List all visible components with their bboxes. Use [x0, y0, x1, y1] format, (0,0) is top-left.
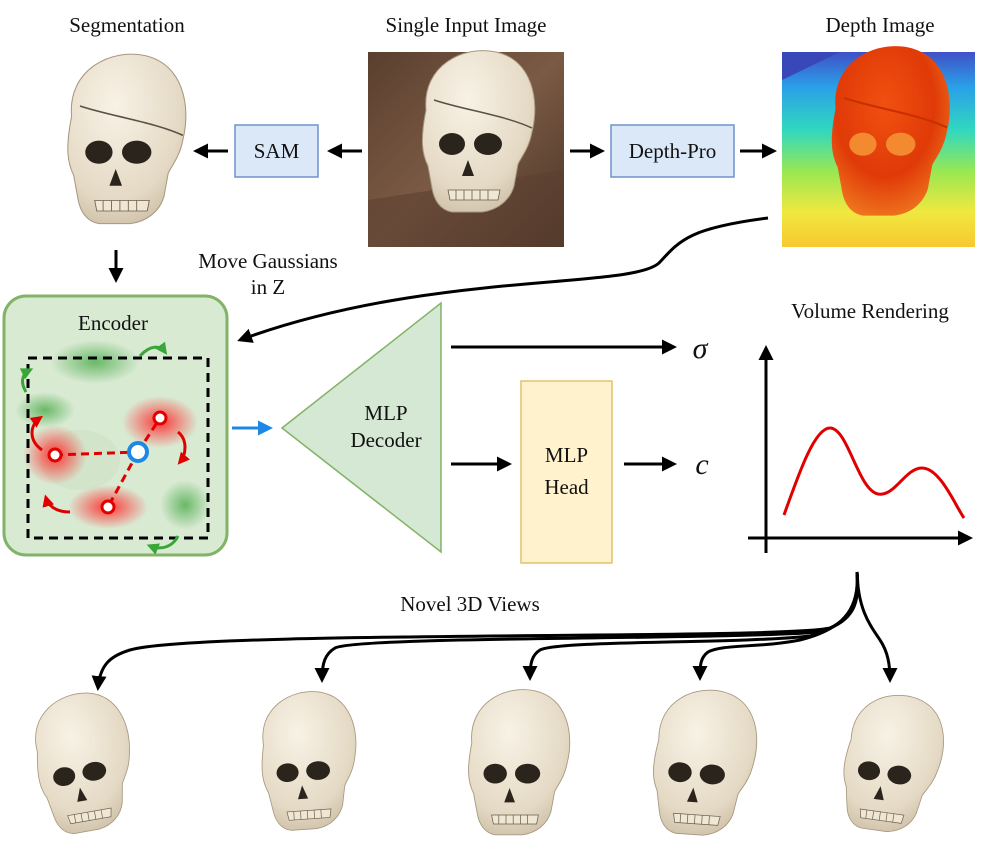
novel-view-skull-5 [835, 688, 951, 839]
novel-view-skull-2 [256, 688, 363, 833]
arrow-depth-to-encoder [237, 216, 769, 343]
novel-views-label: Novel 3D Views [400, 592, 540, 616]
volume-rendering-label: Volume Rendering [791, 299, 949, 323]
segmentation-skull-image [67, 53, 187, 225]
mlp-decoder-label-2: Decoder [350, 428, 421, 452]
segmentation-label: Segmentation [69, 13, 185, 37]
single-input-label: Single Input Image [386, 13, 547, 37]
encoder-block: Encoder [2, 294, 229, 557]
novel-view-skull-4 [648, 686, 761, 839]
mlp-decoder-block [280, 301, 442, 554]
novel-view-skull-3 [468, 689, 571, 836]
c-symbol: c [695, 448, 708, 481]
mlp-head-label-1: MLP [545, 443, 588, 467]
single-input-image [368, 50, 564, 247]
mlp-head-label-2: Head [544, 475, 589, 499]
depth-pro-box [610, 124, 735, 178]
sam-box [234, 124, 319, 178]
depth-image [782, 46, 975, 247]
move-gaussians-label-1: Move Gaussians [198, 249, 337, 273]
depth-image-label: Depth Image [825, 13, 934, 37]
depth-pro-label: Depth-Pro [629, 139, 717, 163]
mlp-head-box [520, 380, 613, 564]
novel-view-skull-1 [25, 685, 144, 839]
density-curve [782, 426, 966, 519]
mlp-decoder-label-1: MLP [364, 401, 407, 425]
novel-views-arrows [91, 571, 898, 691]
move-gaussians-label-2: in Z [251, 275, 285, 299]
encoder-label: Encoder [78, 311, 148, 335]
sigma-symbol: σ [693, 332, 709, 365]
sam-label: SAM [254, 139, 300, 163]
